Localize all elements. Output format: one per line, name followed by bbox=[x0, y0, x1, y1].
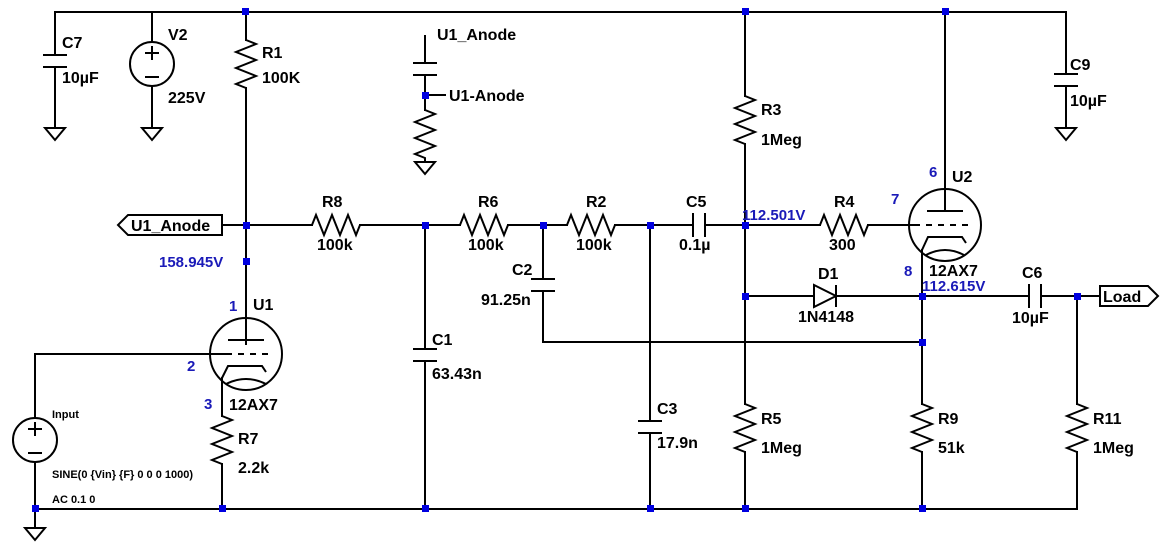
input-spec: SINE(0 {Vin} {F} 0 0 0 1000) bbox=[52, 469, 193, 481]
c2-ref: C2 bbox=[512, 262, 533, 279]
r3-value: 1Meg bbox=[761, 132, 802, 149]
load-net-label: Load bbox=[1103, 289, 1141, 306]
u2-value: 12AX7 bbox=[929, 263, 978, 280]
u2-pin-anode: 6 bbox=[929, 164, 937, 181]
u2-pin-cathode: 8 bbox=[904, 263, 912, 280]
c9-ref: C9 bbox=[1070, 57, 1091, 74]
component-labels: C7 10µF V2 225V R1 100K U1_Anode U1-Anod… bbox=[52, 27, 1134, 506]
u1-value: 12AX7 bbox=[229, 397, 278, 414]
resistor-r11 bbox=[1064, 403, 1090, 453]
r8-ref: R8 bbox=[322, 194, 343, 211]
c7-value: 10µF bbox=[62, 70, 99, 87]
capacitor-c1 bbox=[413, 348, 437, 362]
resistor-probe bbox=[412, 109, 438, 162]
voltage-annotations: 158.945V 112.501V 112.615V bbox=[159, 207, 985, 295]
pin-numbers: 1 2 3 6 7 8 bbox=[187, 164, 937, 413]
c3-value: 17.9n bbox=[657, 435, 698, 452]
r4-value: 300 bbox=[829, 237, 856, 254]
r4-ref: R4 bbox=[834, 194, 855, 211]
d1-value: 1N4148 bbox=[798, 309, 854, 326]
c9-value: 10µF bbox=[1070, 93, 1107, 110]
r2-ref: R2 bbox=[586, 194, 607, 211]
wires bbox=[34, 11, 1101, 529]
u1-ref: U1 bbox=[253, 297, 274, 314]
u1-pin-anode: 1 bbox=[229, 298, 237, 315]
u2-cathode-voltage: 112.615V bbox=[922, 278, 985, 295]
u1-pin-cathode: 3 bbox=[204, 396, 212, 413]
u1-pin-grid: 2 bbox=[187, 358, 195, 375]
voltage-source-input bbox=[12, 417, 58, 463]
resistors bbox=[209, 39, 1090, 465]
diode-d1 bbox=[813, 283, 839, 309]
r9-ref: R9 bbox=[938, 411, 959, 428]
r6-value: 100k bbox=[468, 237, 504, 254]
r2-value: 100k bbox=[576, 237, 612, 254]
u1-anode-probe-label: U1-Anode bbox=[449, 88, 525, 105]
u1-anode-voltage: 158.945V bbox=[159, 254, 223, 271]
v2-ref: V2 bbox=[168, 27, 188, 44]
capacitors bbox=[43, 54, 1078, 434]
u1-anode-net-label: U1_Anode bbox=[131, 218, 210, 235]
c7-ref: C7 bbox=[62, 35, 83, 52]
r5-value: 1Meg bbox=[761, 440, 802, 457]
u2-pin-grid: 7 bbox=[891, 191, 899, 208]
junction-dots bbox=[32, 8, 1081, 512]
resistor-r8 bbox=[311, 212, 361, 238]
u1-anode-top-label: U1_Anode bbox=[437, 27, 516, 44]
r6-ref: R6 bbox=[478, 194, 499, 211]
capacitor-c7 bbox=[43, 54, 67, 68]
c3-ref: C3 bbox=[657, 401, 678, 418]
net-label-shapes bbox=[116, 214, 1160, 307]
c5-ref: C5 bbox=[686, 194, 707, 211]
resistor-r4 bbox=[819, 212, 869, 238]
resistor-r3 bbox=[732, 95, 758, 145]
capacitor-c5 bbox=[692, 213, 706, 237]
v2-value: 225V bbox=[168, 90, 206, 107]
resistor-r6 bbox=[459, 212, 509, 238]
resistor-r9 bbox=[909, 403, 935, 453]
r1-ref: R1 bbox=[262, 45, 283, 62]
triode-u2 bbox=[908, 188, 982, 262]
c6-value: 10µF bbox=[1012, 310, 1049, 327]
c6-ref: C6 bbox=[1022, 265, 1043, 282]
r8-value: 100k bbox=[317, 237, 353, 254]
r7-ref: R7 bbox=[238, 431, 259, 448]
r11-value: 1Meg bbox=[1093, 440, 1134, 457]
u2-grid-voltage: 112.501V bbox=[742, 207, 805, 224]
c1-ref: C1 bbox=[432, 332, 453, 349]
capacitor-c9 bbox=[1054, 73, 1078, 87]
input-ref: Input bbox=[52, 409, 79, 421]
resistor-r1 bbox=[233, 39, 259, 89]
capacitor-c6 bbox=[1028, 284, 1042, 308]
capacitor-c2 bbox=[531, 278, 555, 292]
r3-ref: R3 bbox=[761, 102, 782, 119]
resistor-r7 bbox=[209, 415, 235, 465]
r1-value: 100K bbox=[262, 70, 301, 87]
c2-value: 91.25n bbox=[481, 292, 531, 309]
r5-ref: R5 bbox=[761, 411, 782, 428]
r11-ref: R11 bbox=[1093, 411, 1122, 428]
u2-ref: U2 bbox=[952, 169, 973, 186]
input-ac: AC 0.1 0 bbox=[52, 494, 95, 506]
c1-value: 63.43n bbox=[432, 366, 482, 383]
capacitor-probe bbox=[413, 62, 437, 76]
triode-u1 bbox=[209, 317, 283, 391]
r7-value: 2.2k bbox=[238, 460, 269, 477]
resistor-r2 bbox=[566, 212, 616, 238]
r9-value: 51k bbox=[938, 440, 965, 457]
resistor-r5 bbox=[732, 403, 758, 453]
d1-ref: D1 bbox=[818, 266, 839, 283]
net-labels: U1_Anode Load bbox=[131, 218, 1141, 306]
c5-value: 0.1µ bbox=[679, 237, 710, 254]
voltage-source-v2 bbox=[129, 41, 175, 87]
capacitor-c3 bbox=[638, 420, 662, 434]
